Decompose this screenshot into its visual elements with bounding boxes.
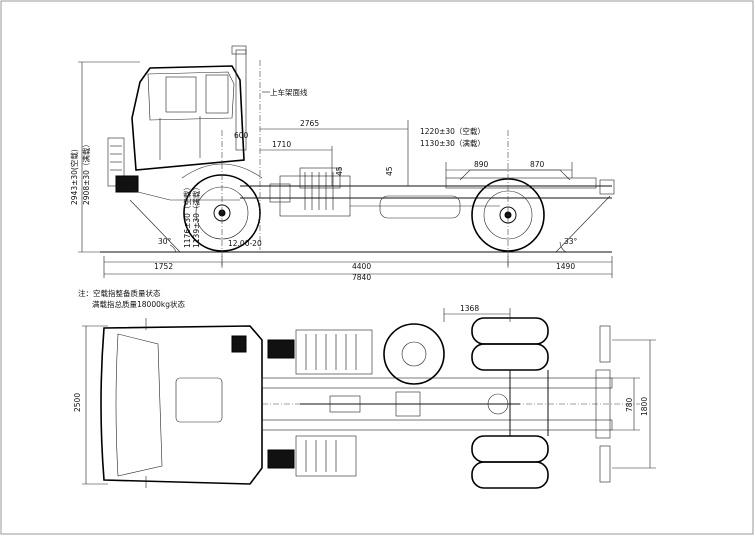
frame-rail-right [261, 419, 613, 431]
battery-box [295, 435, 357, 477]
engine-top [295, 329, 373, 375]
dim-1710: 1710 [272, 140, 291, 149]
exhaust-stack [235, 49, 247, 151]
roof-hatch [175, 377, 223, 423]
front-bumper [115, 175, 139, 193]
frame-rail [240, 167, 615, 219]
front-tire-left [267, 339, 295, 359]
approach-angle-label: 30° [158, 237, 172, 246]
dim-890: 890 [474, 160, 489, 169]
rear-spacing-empty: 1220±30（空载） [420, 126, 485, 136]
front-tire-right [267, 449, 295, 469]
cab-top [100, 325, 263, 485]
top-view: 1368 2500 780 1800 [73, 304, 656, 489]
ground-empty-label: 1176±30（空载） [182, 183, 192, 248]
rear-differential [487, 393, 509, 415]
rear-tire-2 [471, 343, 549, 371]
departure-angle-line [555, 195, 611, 253]
height-loaded-label: 2908±30（满载） [81, 140, 91, 205]
spare-tire [383, 323, 445, 385]
fifth-wheel-rear [599, 179, 615, 195]
dim-4400: 4400 [352, 262, 371, 271]
windshield-top [115, 333, 163, 477]
note-line-1: 注：空载指整备质量状态 [78, 288, 161, 298]
cab-window-side [165, 76, 197, 113]
dim-45-a: 45 [335, 166, 344, 176]
engine-block [279, 175, 351, 217]
note-line-2: 满载指总质量18000kg状态 [92, 299, 185, 309]
dim-1800: 1800 [640, 397, 649, 416]
notes: 注：空载指整备质量状态 满载指总质量18000kg状态 [78, 288, 185, 309]
rear-tire-3 [471, 435, 549, 463]
frame-top-callout: 上车架面线 [270, 87, 308, 97]
ground-loaded-label: 1139±30（满载） [191, 183, 201, 248]
rear-light-left [599, 325, 611, 363]
dim-780: 780 [625, 397, 634, 412]
frame-rail-left [261, 377, 613, 389]
cab-door-window [205, 74, 229, 114]
cab [107, 45, 247, 201]
tire-size-label: 12.00-20 [228, 239, 262, 248]
dim-600: 600 [234, 131, 249, 140]
rear-tire-4 [471, 461, 549, 489]
fuel-tank [379, 195, 461, 219]
dim-45-b: 45 [385, 166, 394, 176]
dim-870: 870 [530, 160, 545, 169]
side-view: 2943±30(空载) 2908±30（满载） 1176±30（空载） 1139… [69, 45, 615, 282]
dim-1490: 1490 [556, 262, 575, 271]
rear-light-right [599, 445, 611, 483]
dim-1368: 1368 [460, 304, 479, 313]
rear-spacing-loaded: 1130±30（满载） [420, 138, 485, 148]
approach-angle-line [129, 199, 181, 253]
rear-spring [445, 177, 597, 189]
height-empty-label: 2943±30(空载) [69, 149, 79, 205]
dim-2500: 2500 [73, 393, 82, 412]
dim-2765: 2765 [300, 119, 319, 128]
dim-1752: 1752 [154, 262, 173, 271]
dim-7840: 7840 [352, 273, 371, 282]
departure-angle-label: 33° [564, 237, 578, 246]
exhaust-top [231, 335, 247, 353]
